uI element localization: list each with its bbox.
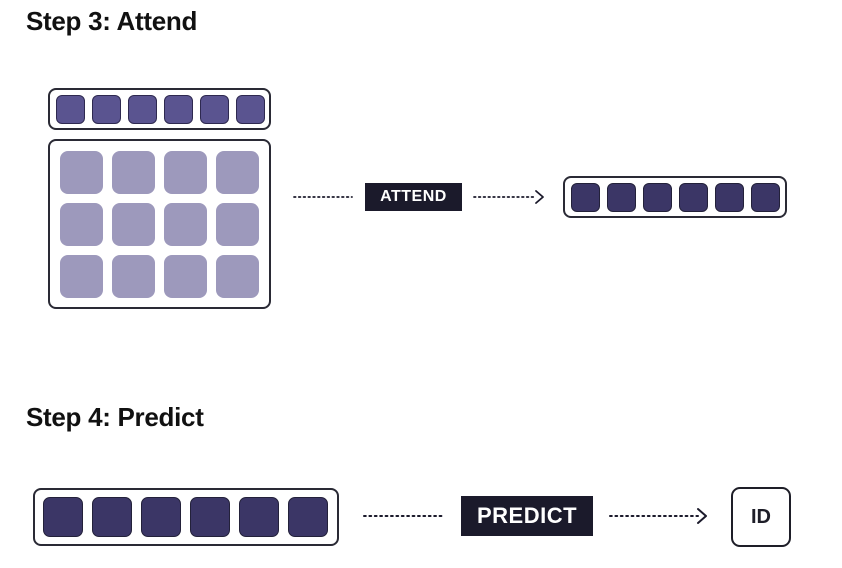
output-cell [715, 182, 744, 212]
output-cell [571, 182, 600, 212]
embedding-vector [33, 488, 339, 546]
step3-title: Step 3: Attend [26, 6, 198, 36]
embedding-cell [92, 497, 132, 537]
matrix-cell [164, 203, 207, 246]
output-cell [607, 182, 636, 212]
embedding-cell [288, 497, 328, 537]
dotted-arrow-attend [473, 190, 544, 204]
id-output: ID [731, 487, 791, 547]
attend-label: ATTEND [365, 183, 462, 211]
dotted-line-left-attend [293, 196, 353, 198]
output-cell [679, 182, 708, 212]
query-cell [92, 94, 121, 124]
matrix-cell [112, 151, 155, 194]
attention-matrix [48, 139, 271, 309]
embedding-cell [43, 497, 83, 537]
embedding-cell [141, 497, 181, 537]
query-cell [56, 94, 85, 124]
query-cell [128, 94, 157, 124]
output-cell [751, 182, 780, 212]
matrix-cell [60, 151, 103, 194]
query-cell [164, 94, 193, 124]
matrix-cell [60, 203, 103, 246]
embedding-cell [239, 497, 279, 537]
predict-label: PREDICT [461, 496, 593, 536]
query-cell [236, 94, 265, 124]
dotted-arrow-predict [609, 508, 707, 524]
matrix-cell [60, 255, 103, 298]
embedding-cell [190, 497, 230, 537]
step4-title: Step 4: Predict [26, 402, 204, 432]
attended-vector [563, 176, 787, 218]
matrix-cell [164, 151, 207, 194]
matrix-cell [216, 203, 259, 246]
query-cell [200, 94, 229, 124]
matrix-cell [216, 151, 259, 194]
matrix-cell [112, 203, 155, 246]
matrix-cell [112, 255, 155, 298]
query-vector [48, 88, 271, 130]
dotted-line-left-predict [363, 515, 443, 517]
output-cell [643, 182, 672, 212]
matrix-cell [216, 255, 259, 298]
matrix-cell [164, 255, 207, 298]
